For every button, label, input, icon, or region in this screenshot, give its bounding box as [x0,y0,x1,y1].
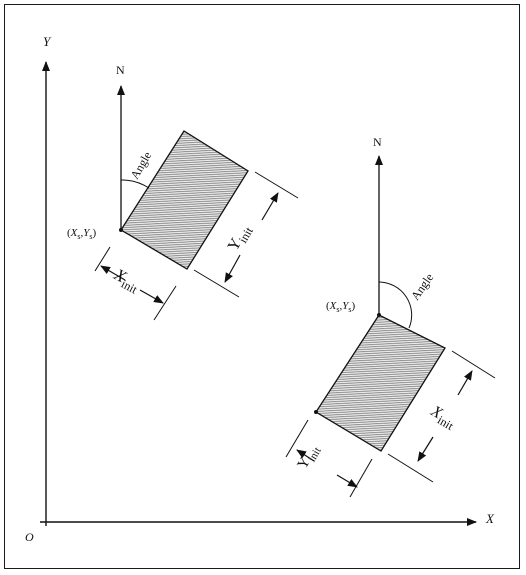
block-1-angle-label: Angle [127,149,154,181]
block-2-height-label: Yinit [295,442,324,474]
diagram-frame [4,4,520,569]
block-2-height-ext-1 [285,419,309,458]
block-1-width-dim-a [100,265,126,281]
block-2-rectangle [315,314,446,452]
block-2-height-dim-a [296,449,315,462]
origin-label: O [25,530,34,544]
block-1-height-ext-1 [254,171,299,199]
block-2-height-dim-b [336,474,358,488]
block-2-width-dim-b [417,436,434,462]
block-1-width-label: Xinit [109,264,144,297]
block-1-width-dim-b [139,289,164,304]
y-axis-label: Y [43,34,52,49]
block-1-angle-arc [120,179,150,189]
block-1-height-dim-a [261,192,279,221]
block-2-height-ext-2 [349,458,373,498]
block-2: N Angle (Xs,Ys) Xinit Yinit [285,135,496,498]
block-2-width-ext-1 [451,350,496,379]
block-1-rectangle [120,130,249,270]
block-2-width-ext-2 [387,453,434,483]
x-axis-label: X [485,511,495,526]
block-2-width-dim-a [457,370,473,396]
axes: Y X O [25,34,495,544]
block-2-angle-label: Angle [408,271,436,303]
block-1: N Angle (Xs,Ys) Xinit Yinit [67,63,299,321]
block-1-width-ext-2 [153,285,177,321]
block-2-corner-label: (Xs,Ys) [326,300,356,314]
block-1-width-ext-1 [94,246,111,272]
block-2-angle-arc [378,281,413,329]
block-2-width-label: Xinit [426,402,460,433]
block-1-height-ext-2 [193,269,240,298]
block-1-height-dim-b [224,254,241,283]
block-1-height-label: Yinit [225,221,256,255]
block-2-north-label: N [373,135,382,149]
block-2-bottom-point [314,410,318,414]
block-1-corner-label: (Xs,Ys) [67,227,97,241]
block-1-north-label: N [116,63,125,77]
